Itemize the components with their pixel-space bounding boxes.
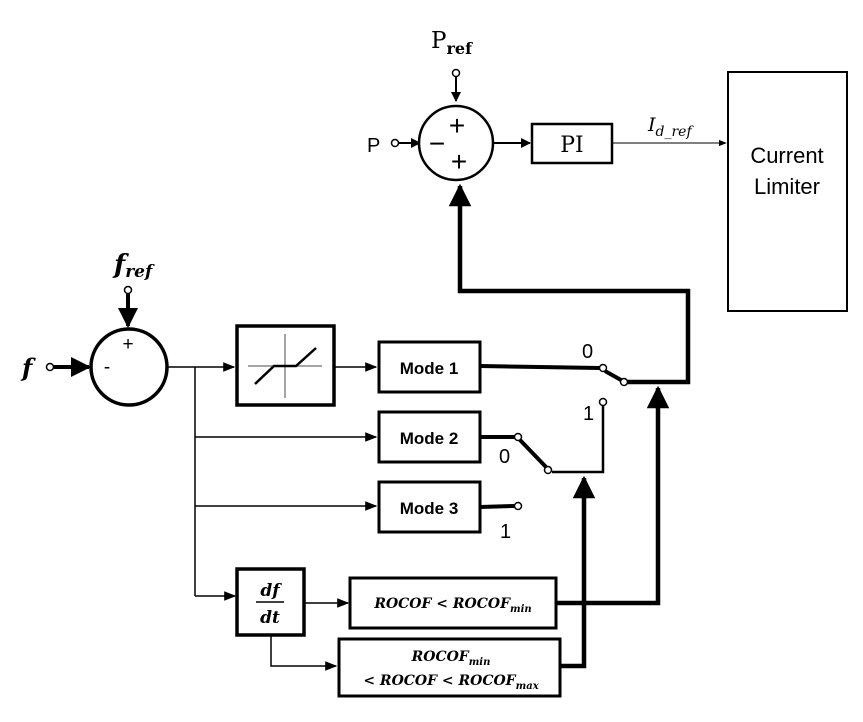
rocof-cond1-label: ROCOF < ROCOFmin [373, 596, 531, 615]
derivative-to-cond2-line [270, 635, 338, 671]
switch1-contact-1 [598, 397, 608, 407]
switch1-pos0-label: 0 [582, 341, 593, 363]
freq-sum-minus: - [104, 357, 110, 378]
rocof-cond2-label-line1: ROCOFmin [411, 649, 491, 668]
rocof-cond2-label-line2: < ROCOF < ROCOFmax [363, 673, 539, 692]
switch2-pos0-label: 0 [499, 446, 510, 468]
current-limiter-label-line2: Limiter [754, 174, 820, 199]
f-input-label: f [20, 353, 36, 382]
switch1-pos1-label: 1 [583, 403, 594, 425]
derivative-numerator: df [260, 581, 282, 601]
mode1-block [377, 340, 482, 394]
id-ref-label: Id_ref [647, 114, 694, 140]
power-sum-plus-bottom: + [451, 146, 467, 177]
freq-sum-plus: + [122, 334, 133, 355]
switch2-contact-1 [513, 501, 523, 511]
switch2-output-line [552, 406, 605, 474]
mode-output-feedback-line [448, 183, 691, 385]
p-input-terminal [390, 138, 400, 148]
mode2-block [377, 410, 482, 464]
mode3-output-line [479, 504, 515, 509]
switch1-arm [604, 369, 622, 382]
current-limiter-label-line1: Current [750, 143, 823, 168]
mode1-output-line [479, 364, 601, 370]
pi-controller-block [530, 122, 614, 165]
power-sum-minus: − [429, 128, 445, 159]
rocof-cond1-block [348, 576, 558, 630]
derivative-denominator: dt [260, 608, 280, 628]
rocof-cond2-block [337, 637, 562, 698]
switch2-pivot [513, 432, 523, 442]
switch2-control-line [560, 475, 596, 669]
switch2-pos1-label: 1 [500, 521, 511, 543]
current-limiter-block [727, 71, 848, 312]
deadband-curve [254, 347, 317, 385]
p-ref-terminal [451, 68, 461, 78]
power-sum-plus-top: + [449, 110, 465, 141]
switch2-contact-0 [543, 465, 553, 475]
mode2-label: Mode 2 [400, 429, 459, 448]
switch1-contact-0 [598, 363, 608, 373]
switch1-control-line [556, 385, 670, 606]
switch1-pivot [619, 377, 629, 387]
pi-label: PI [560, 133, 584, 158]
p-input-label: P [367, 135, 380, 157]
mode3-label: Mode 3 [400, 499, 459, 518]
f-ref-label: fref [112, 250, 155, 282]
f-ref-terminal [123, 285, 133, 295]
switch2-arm [518, 438, 548, 469]
mode1-label: Mode 1 [400, 359, 459, 378]
f-input-terminal [45, 362, 55, 372]
p-ref-label: Pref [431, 28, 473, 58]
